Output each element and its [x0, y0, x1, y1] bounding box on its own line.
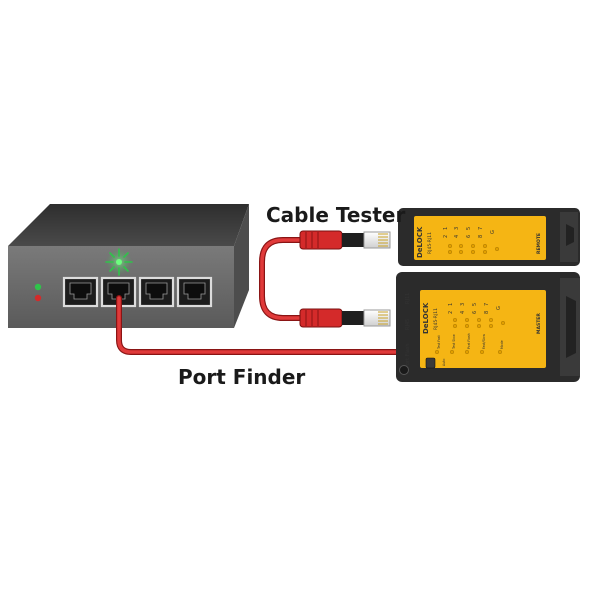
master-role: MASTER — [536, 313, 542, 334]
remote-tester-unit: DeLOCK RJ45-RJ11 REMOTE 1 2 3 4 5 6 7 8 … — [398, 208, 580, 266]
switch-port-3[interactable] — [138, 276, 175, 308]
indicator-label: Test Slow — [452, 334, 456, 350]
master-led-array: 1 2 3 4 5 6 7 8 G — [448, 303, 506, 329]
remote-pin-label: 1 — [443, 227, 449, 230]
remote-pin-label: 3 — [454, 227, 460, 230]
remote-pin-label: 5 — [466, 227, 472, 230]
master-model: RJ45-RJ11 — [433, 308, 439, 330]
remote-pin-label: 8 — [478, 235, 484, 238]
master-port-rj45: RJ45 — [405, 319, 411, 330]
master-brand: DeLOCK — [422, 302, 430, 334]
remote-brand: DeLOCK — [416, 226, 424, 258]
remote-pin-label: 6 — [466, 235, 472, 238]
mode-button[interactable] — [425, 357, 436, 369]
port-finder-label: Port Finder — [178, 365, 305, 389]
network-switch — [8, 204, 249, 328]
master-pin-label: 6 — [472, 311, 478, 314]
remote-model: RJ45-RJ11 — [427, 232, 433, 254]
switch-port-1[interactable] — [62, 276, 99, 308]
master-port-flash: Port Flash — [405, 343, 411, 368]
master-pin-label: 7 — [484, 303, 490, 306]
switch-port-4[interactable] — [176, 276, 213, 308]
remote-pin-label: 2 — [443, 235, 449, 238]
indicator-label: Fast/Slow — [482, 334, 486, 349]
port-flash-indicator-icon — [105, 248, 133, 276]
master-pin-label: 5 — [472, 303, 478, 306]
cable-entry-port — [399, 365, 409, 375]
switch-top-face — [8, 204, 249, 246]
remote-pin-label: G — [490, 230, 496, 234]
cable-tester-label: Cable Tester — [266, 203, 405, 227]
indicator-label: Port Flash — [467, 333, 471, 349]
master-pin-label: 8 — [484, 311, 490, 314]
indicator-label: Mode — [500, 340, 504, 349]
status-led — [34, 294, 42, 302]
switch-side-face — [234, 204, 249, 328]
master-port-rj11: RJ11 — [405, 293, 411, 304]
master-pin-label: 2 — [448, 311, 454, 314]
test-cable-loop — [259, 237, 310, 321]
master-pin-label: 4 — [460, 311, 466, 314]
remote-role: REMOTE — [536, 233, 542, 254]
master-pin-label: G — [496, 306, 502, 310]
master-tester-unit: RJ11 RJ45 Port Flash DeLOCK RJ45-RJ11 MA… — [396, 272, 580, 382]
remote-pin-label: 7 — [478, 227, 484, 230]
remote-pin-label: 4 — [454, 235, 460, 238]
master-pin-label: 1 — [448, 303, 454, 306]
master-pin-label: 3 — [460, 303, 466, 306]
mode-label: Auto — [442, 359, 446, 366]
master-indicator-row: Test Fast Test Slow Port Flash Fast/Slow… — [434, 333, 504, 355]
remote-led-array: 1 2 3 4 5 6 7 8 G — [443, 227, 500, 255]
rj45-connector-top — [299, 230, 391, 250]
indicator-label: Test Fast — [437, 335, 441, 350]
power-led — [34, 283, 42, 291]
rj45-connector-bottom — [299, 308, 391, 328]
